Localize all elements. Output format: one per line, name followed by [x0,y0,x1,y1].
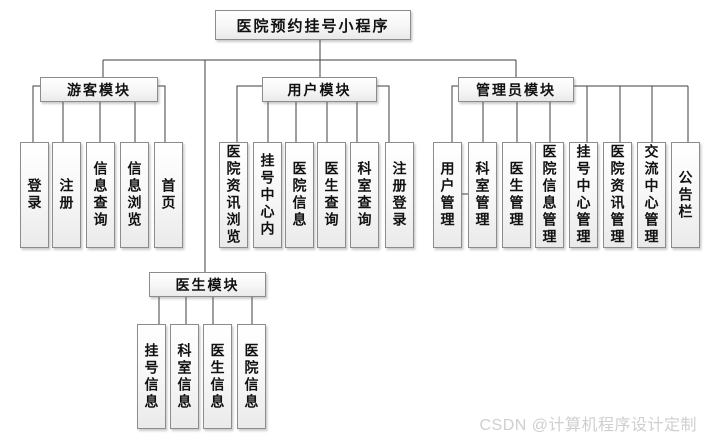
node-registration-info: 挂号信息 [137,324,166,429]
node-label: 医院资讯浏览 [225,144,242,246]
node-doctor-module: 医生模块 [149,272,266,297]
node-communication-center-management: 交流中心管理 [637,142,666,248]
node-hospital-info-doctor: 医院信息 [237,324,266,429]
node-department-info: 科室信息 [170,324,199,429]
node-label: 挂号中心内 [259,152,276,238]
node-hospital-news-browse: 医院资讯浏览 [219,142,248,248]
node-label: 医生信息 [209,342,226,411]
node-hospital-info: 医院信息 [285,142,314,248]
node-label: 登录 [26,178,43,212]
node-label: 挂号信息 [143,342,160,411]
node-label: 科室信息 [176,342,193,411]
node-label: 挂号中心管理 [575,144,592,246]
node-label: 科室查询 [356,161,373,229]
node-label: 科室管理 [474,161,491,229]
node-register: 注册 [52,142,81,248]
node-login: 登录 [20,142,49,248]
node-label: 医院信息管理 [541,144,558,246]
node-home-page: 首页 [154,142,183,248]
node-label: 信息浏览 [126,161,143,229]
node-label: 注册登录 [391,161,408,229]
node-visitor-module: 游客模块 [40,77,158,102]
node-label: 信息查询 [92,161,109,229]
node-department-query: 科室查询 [350,142,379,248]
node-doctor-management: 医生管理 [502,142,531,248]
node-label: 医院资讯管理 [609,144,626,246]
node-label: 交流中心管理 [643,144,660,246]
node-label: 公告栏 [677,169,694,221]
node-root-title: 医院预约挂号小程序 [215,10,411,40]
node-bulletin-board: 公告栏 [671,142,700,248]
node-doctor-query: 医生查询 [317,142,346,248]
node-registration-center: 挂号中心内 [253,142,282,248]
node-hospital-info-management: 医院信息管理 [535,142,564,248]
node-label: 首页 [160,178,177,212]
node-info-browse: 信息浏览 [120,142,149,248]
node-info-query: 信息查询 [86,142,115,248]
node-user-module: 用户模块 [262,77,377,102]
node-label: 用户管理 [439,161,456,229]
node-hospital-news-management: 医院资讯管理 [603,142,632,248]
node-label: 医院信息 [243,342,260,411]
node-label: 医生查询 [323,161,340,229]
node-register-login: 注册登录 [385,142,414,248]
node-department-management: 科室管理 [468,142,497,248]
csdn-watermark: CSDN @计算机程序设计定制 [479,417,697,434]
node-label: 医生管理 [508,161,525,229]
node-registration-center-management: 挂号中心管理 [569,142,598,248]
node-admin-module: 管理员模块 [458,77,574,102]
node-label: 注册 [58,178,75,212]
node-label: 医院信息 [291,161,308,229]
node-doctor-info: 医生信息 [203,324,232,429]
node-user-management: 用户管理 [433,142,462,248]
